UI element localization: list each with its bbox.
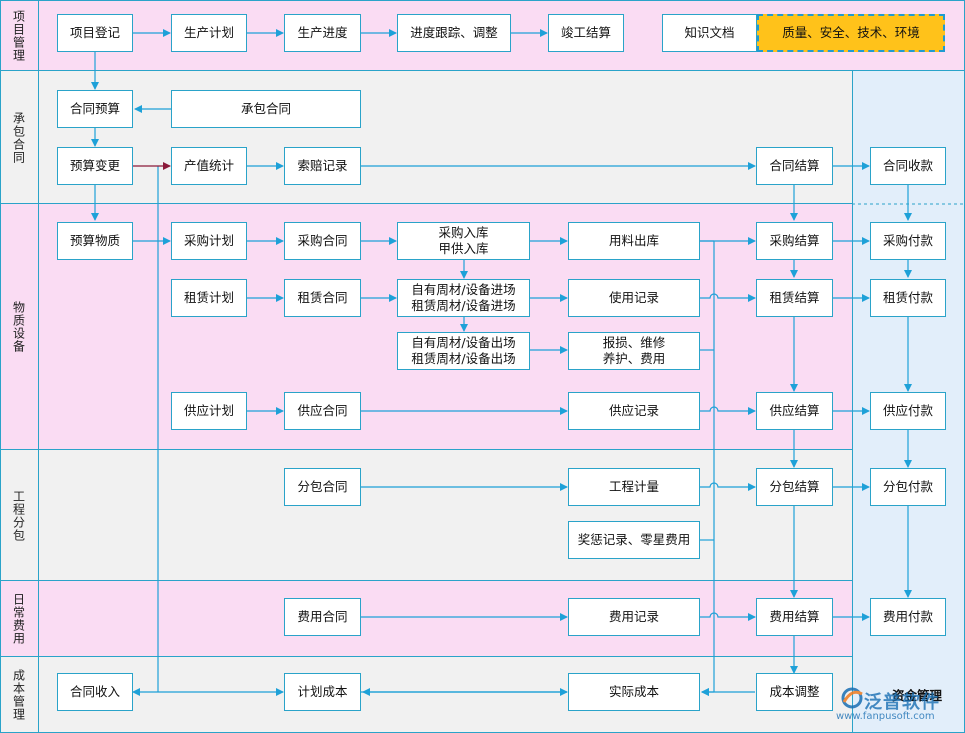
lane-label-material: 物质设备 (11, 301, 26, 353)
node-cost-adjust[interactable]: 成本调整 (756, 673, 833, 711)
node-contract-main[interactable]: 承包合同 (171, 90, 361, 128)
node-progress-track[interactable]: 进度跟踪、调整 (397, 14, 511, 52)
node-expense-record[interactable]: 费用记录 (568, 598, 700, 636)
lane-label-cost: 成本管理 (11, 669, 26, 721)
node-rent-plan[interactable]: 租赁计划 (171, 279, 247, 317)
node-quantity-measure[interactable]: 工程计量 (568, 468, 700, 506)
node-contract-budget[interactable]: 合同预算 (57, 90, 133, 128)
lane-label-subcontract: 工程分包 (11, 489, 26, 542)
node-quality-safety[interactable]: 质量、安全、技术、环境 (757, 14, 945, 52)
node-output-stats[interactable]: 产值统计 (171, 147, 247, 185)
node-project-register[interactable]: 项目登记 (57, 14, 133, 52)
node-damage-repair[interactable]: 报损、维修 养护、费用 (568, 332, 700, 370)
node-completion-settlement[interactable]: 竣工结算 (548, 14, 624, 52)
node-purchase-in[interactable]: 采购入库 甲供入库 (397, 222, 530, 260)
node-sub-contract[interactable]: 分包合同 (284, 468, 361, 506)
node-expense-contract[interactable]: 费用合同 (284, 598, 361, 636)
node-knowledge-docs[interactable]: 知识文档 (662, 14, 757, 52)
logo-name: 泛普软件 (864, 692, 940, 713)
fund-management-label: 资金管理 (891, 687, 942, 703)
node-purchase-settlement[interactable]: 采购结算 (756, 222, 833, 260)
lane-label-contract: 承包合同 (11, 111, 26, 164)
node-planned-cost[interactable]: 计划成本 (284, 673, 361, 711)
node-expense-settlement[interactable]: 费用结算 (756, 598, 833, 636)
node-purchase-plan[interactable]: 采购计划 (171, 222, 247, 260)
node-equipment-out[interactable]: 自有周材/设备出场 租赁周材/设备出场 (397, 332, 530, 370)
node-supply-payment[interactable]: 供应付款 (870, 392, 946, 430)
node-rent-payment[interactable]: 租赁付款 (870, 279, 946, 317)
node-rent-contract[interactable]: 租赁合同 (284, 279, 361, 317)
node-material-out[interactable]: 用料出库 (568, 222, 700, 260)
node-production-progress[interactable]: 生产进度 (284, 14, 361, 52)
lane-label-daily: 日常费用 (11, 593, 26, 645)
node-usage-record[interactable]: 使用记录 (568, 279, 700, 317)
node-expense-payment[interactable]: 费用付款 (870, 598, 946, 636)
node-actual-cost[interactable]: 实际成本 (568, 673, 700, 711)
node-contract-income[interactable]: 合同收入 (57, 673, 133, 711)
fanpusoft-logo-icon (841, 687, 863, 709)
node-contract-settlement[interactable]: 合同结算 (756, 147, 833, 185)
node-sub-payment[interactable]: 分包付款 (870, 468, 946, 506)
node-supply-record[interactable]: 供应记录 (568, 392, 700, 430)
node-budget-change[interactable]: 预算变更 (57, 147, 133, 185)
lane-label-divider (38, 0, 39, 733)
node-reward-record[interactable]: 奖惩记录、零星费用 (568, 521, 700, 559)
node-claim-record[interactable]: 索赔记录 (284, 147, 361, 185)
node-purchase-payment[interactable]: 采购付款 (870, 222, 946, 260)
node-production-plan[interactable]: 生产计划 (171, 14, 247, 52)
logo-url: www.fanpusoft.com (836, 711, 935, 722)
lane-label-project: 项目管理 (11, 9, 26, 62)
node-contract-collection[interactable]: 合同收款 (870, 147, 946, 185)
node-purchase-contract[interactable]: 采购合同 (284, 222, 361, 260)
node-budget-material[interactable]: 预算物质 (57, 222, 133, 260)
node-supply-contract[interactable]: 供应合同 (284, 392, 361, 430)
node-equipment-in[interactable]: 自有周材/设备进场 租赁周材/设备进场 (397, 279, 530, 317)
node-supply-settlement[interactable]: 供应结算 (756, 392, 833, 430)
node-rent-settlement[interactable]: 租赁结算 (756, 279, 833, 317)
node-sub-settlement[interactable]: 分包结算 (756, 468, 833, 506)
node-supply-plan[interactable]: 供应计划 (171, 392, 247, 430)
